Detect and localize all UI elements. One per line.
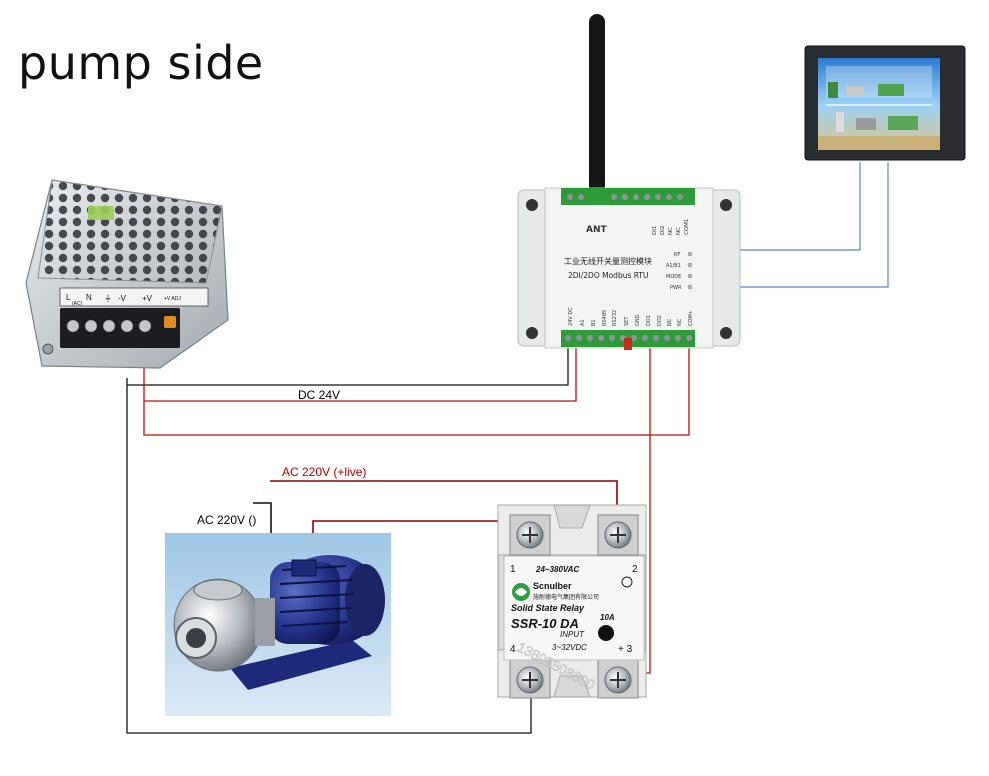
module-terminal-label: GND: [635, 314, 641, 326]
relay-brand-cn: 施耐德电气集团有限公司: [533, 593, 599, 601]
relay-terminal-3: + 3: [618, 644, 633, 655]
module-terminal-label: B1: [591, 319, 597, 326]
module-terminal-label: DO1: [646, 315, 652, 326]
psu-terminal-label: ⏚: [104, 294, 112, 303]
psu-terminal-label: N: [86, 293, 92, 302]
antenna: [589, 14, 605, 194]
led-label: PWR: [670, 285, 682, 291]
module-terminal-label: A1: [580, 319, 586, 326]
module-terminal-label: DO2: [657, 315, 663, 326]
relay-dc-range: 3~32VDC: [552, 643, 587, 652]
relay-logo-icon: [512, 583, 530, 601]
ac-neutral-label: AC 220V (): [197, 513, 257, 527]
module-terminal-label: COM+: [688, 310, 694, 326]
wire-dc-negative: [126, 340, 569, 386]
led-label: RF: [674, 252, 680, 258]
module-terminal-label: NC: [668, 227, 674, 235]
relay-terminal: [597, 514, 639, 556]
relay-terminal-4: 4: [510, 644, 516, 655]
relay-terminal: [509, 514, 551, 556]
led-label: MODE: [666, 274, 681, 280]
module-terminal-label: NC: [676, 227, 682, 235]
led-label: A1/B1: [666, 263, 681, 269]
relay-amps: 10A: [600, 613, 615, 622]
relay-type: Solid State Relay: [511, 603, 585, 613]
wire-com-positive: [143, 340, 690, 436]
module-terminal-label: 24V DC: [568, 307, 574, 326]
psu-terminal-label: +V: [142, 294, 153, 303]
ac-live-label: AC 220V (+live): [282, 465, 367, 479]
module-title-cn: 工业无线开关量测控模块: [564, 256, 652, 266]
hmi-touch-panel: [804, 45, 966, 161]
module-title-model: 2DI/2DO Modbus RTU: [568, 271, 648, 280]
relay-brand: Scnulber: [533, 581, 572, 591]
pump-motor: [165, 533, 391, 716]
module-terminal-label: RS232: [612, 310, 618, 326]
module-terminal-label: DI2: [660, 226, 666, 235]
module-ant-label: ANT: [586, 225, 607, 235]
relay-ac-range: 24~380VAC: [535, 565, 579, 574]
wire-relay-return: [126, 385, 532, 734]
relay-terminal: [597, 659, 639, 699]
module-terminal-label: DI1: [652, 226, 658, 235]
module-terminal-label: SET: [624, 316, 630, 326]
wireless-module: ANT 工业无线开关量测控模块 2DI/2DO Modbus RTU DI1 D…: [517, 14, 741, 350]
page-title: pump side: [18, 36, 264, 90]
relay-terminal-2: 2: [632, 564, 638, 575]
relay-indicator-led: [598, 625, 614, 641]
module-terminal-label: NC: [677, 318, 683, 326]
module-terminal-label: RS485: [602, 310, 608, 326]
module-terminal-label: COM1: [684, 219, 690, 235]
power-supply: [25, 179, 229, 369]
relay-model: SSR-10 DA: [511, 616, 579, 631]
psu-adj-label: +V ADJ: [164, 296, 181, 302]
psu-terminal-label: -V: [118, 294, 127, 303]
solid-state-relay: 1 2 24~380VAC Scnulber 施耐德电气集团有限公司 Solid…: [497, 504, 647, 699]
psu-ac-sub: (AC): [72, 301, 83, 307]
psu-terminal-label: L: [66, 293, 71, 302]
wire-dc-positive: [143, 340, 577, 402]
dc-24v-label: DC 24V: [298, 388, 341, 402]
relay-input-label: INPUT: [560, 630, 585, 639]
relay-terminal-1: 1: [510, 564, 516, 575]
module-terminal-label: NC: [667, 318, 673, 326]
